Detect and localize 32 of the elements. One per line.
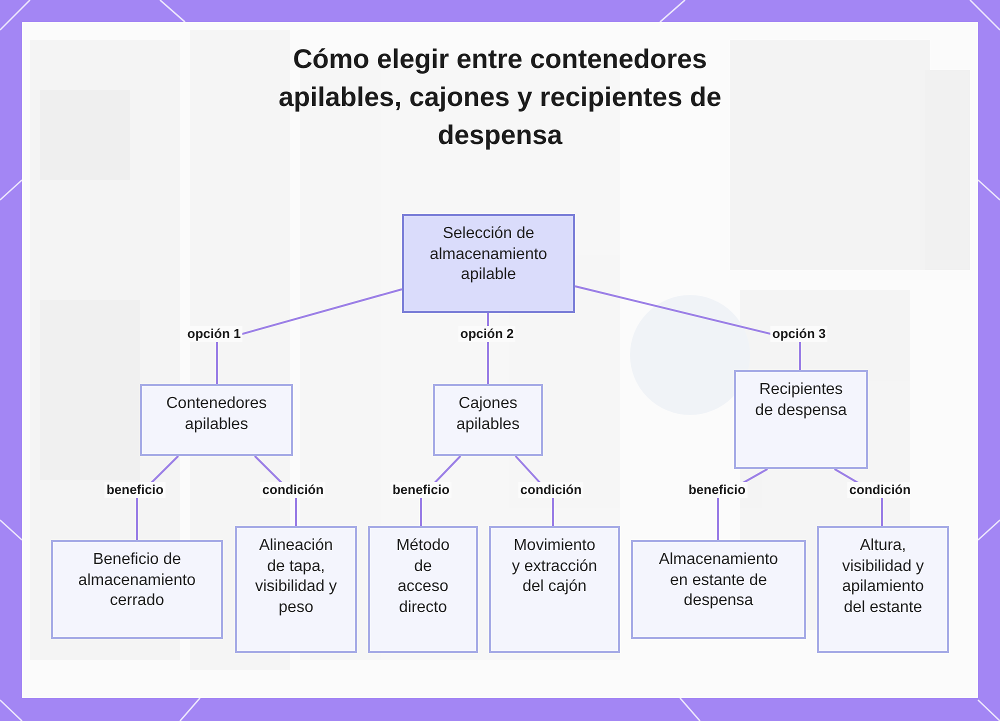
connector-line bbox=[574, 285, 801, 370]
node-text: Contenedores apilables bbox=[165, 394, 268, 434]
connector-line bbox=[216, 288, 402, 384]
option-box bbox=[631, 540, 806, 639]
node-text: Beneficio de almacenamiento cerrado bbox=[77, 550, 197, 611]
option-box bbox=[235, 526, 357, 653]
diagram-title: Cómo elegir entre contenedores apilables, cajones y recipientes de despensa bbox=[278, 43, 722, 152]
node-text: Método de acceso directo bbox=[395, 536, 451, 618]
node-text: Recipientes de despensa bbox=[755, 380, 847, 420]
option-box bbox=[734, 370, 868, 469]
edge-label: condición bbox=[847, 482, 913, 498]
edge-label: condición bbox=[260, 482, 326, 498]
edge-label: beneficio bbox=[390, 482, 452, 498]
option-box bbox=[817, 526, 949, 653]
edge-label: beneficio bbox=[686, 482, 748, 498]
node-text: Cajones apilables bbox=[455, 394, 521, 434]
edge-label: condición bbox=[518, 482, 584, 498]
option-box bbox=[489, 526, 620, 653]
edge-label: opción 2 bbox=[458, 326, 516, 342]
node-text: Selección de almacenamiento apilable bbox=[428, 224, 548, 285]
node-text: Altura, visibilidad y apilamiento del estante bbox=[841, 536, 925, 618]
node-text: Alineación de tapa, visibilidad y peso bbox=[254, 536, 338, 618]
node-text: Movimiento y extracción del cajón bbox=[510, 536, 598, 597]
root-box bbox=[402, 214, 575, 313]
option-box bbox=[368, 526, 478, 653]
edge-label: opción 1 bbox=[185, 326, 243, 342]
edge-label: opción 3 bbox=[770, 326, 828, 342]
option-box bbox=[51, 540, 223, 639]
edge-label: beneficio bbox=[104, 482, 166, 498]
node-text: Almacenamiento en estante de despensa bbox=[658, 550, 780, 611]
option-box bbox=[433, 384, 543, 456]
option-box bbox=[140, 384, 293, 456]
